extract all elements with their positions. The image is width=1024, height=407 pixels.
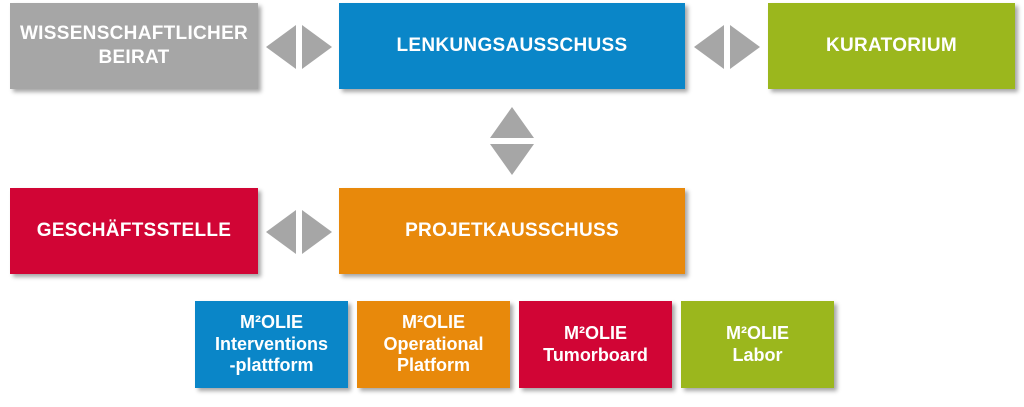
wissenschaftlicher-beirat-box: WISSENSCHAFTLICHER BEIRAT (10, 3, 258, 89)
geschaeftsstelle-box: GESCHÄFTSSTELLE (10, 188, 258, 274)
double-arrow-left-right-icon (266, 25, 332, 69)
projektausschuss-box: PROJETKAUSSCHUSS (339, 188, 685, 274)
module-name-line2: Platform (396, 355, 470, 376)
double-arrow-left-right-icon (694, 25, 760, 69)
module-title: M²OLIE (240, 312, 303, 333)
module-title: M²OLIE (726, 322, 789, 343)
double-arrow-up-down-icon (490, 107, 534, 175)
module-interventionsplattform-box: M²OLIE Interventions -plattform (195, 301, 348, 388)
module-name-line1: Operational (383, 333, 484, 354)
wissenschaftlicher-beirat-line1: WISSENSCHAFTLICHER (19, 23, 249, 45)
kuratorium-label: KURATORIUM (825, 35, 958, 57)
kuratorium-box: KURATORIUM (768, 3, 1015, 89)
double-arrow-left-right-icon (266, 210, 332, 254)
module-title: M²OLIE (402, 312, 465, 333)
geschaeftsstelle-label: GESCHÄFTSSTELLE (36, 220, 232, 242)
module-labor-box: M²OLIE Labor (681, 301, 834, 388)
module-name-line1: Labor (732, 344, 783, 365)
module-name-line1: Interventions (214, 333, 329, 354)
lenkungsausschuss-box: LENKUNGSAUSSCHUSS (339, 3, 685, 89)
module-operational-platform-box: M²OLIE Operational Platform (357, 301, 510, 388)
wissenschaftlicher-beirat-line2: BEIRAT (98, 47, 170, 68)
module-title: M²OLIE (564, 322, 627, 343)
module-tumorboard-box: M²OLIE Tumorboard (519, 301, 672, 388)
module-name-line1: Tumorboard (543, 344, 648, 365)
module-name-line2: -plattform (229, 355, 314, 376)
lenkungsausschuss-label: LENKUNGSAUSSCHUSS (396, 35, 628, 57)
projektausschuss-label: PROJETKAUSSCHUSS (405, 220, 619, 242)
